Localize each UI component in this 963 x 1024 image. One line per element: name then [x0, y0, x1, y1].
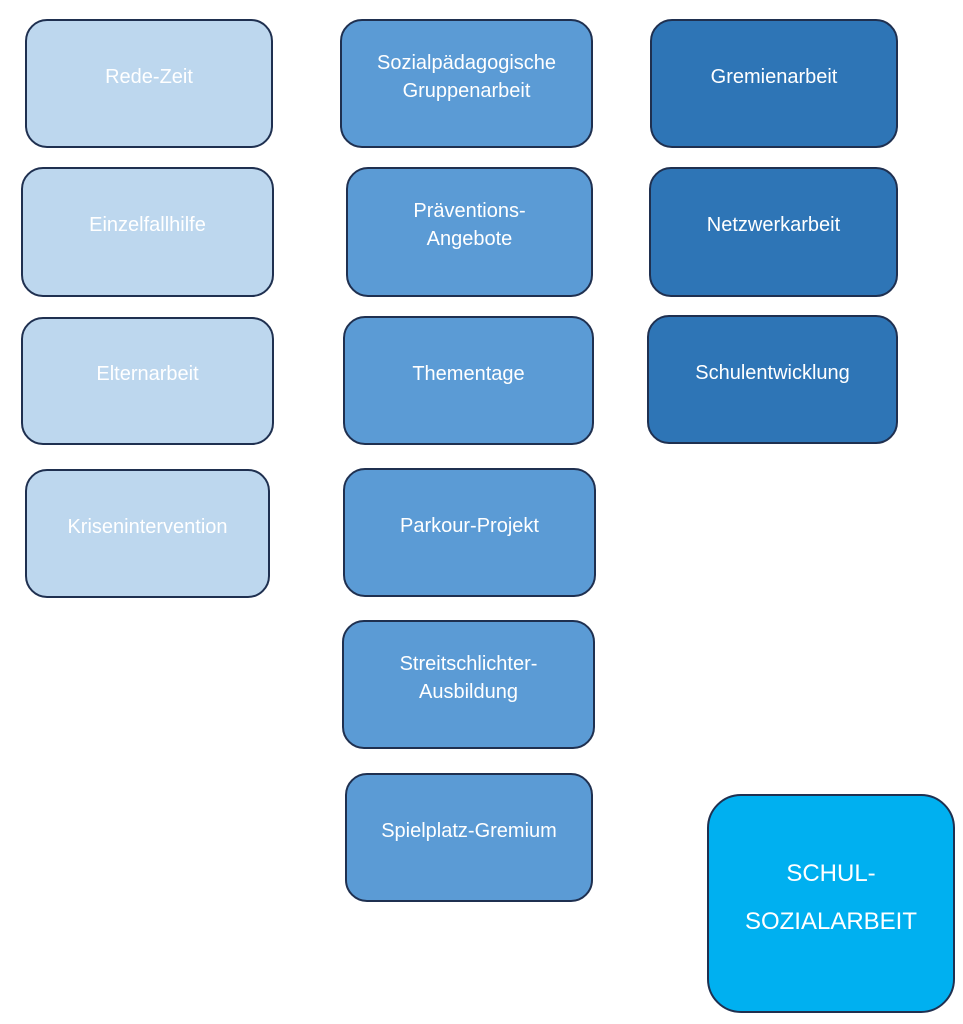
box-schulentwicklung: Schulentwicklung	[647, 315, 898, 444]
box-elternarbeit: Elternarbeit	[21, 317, 274, 445]
box-spielplatz-gremium: Spielplatz-Gremium	[345, 773, 593, 902]
box-krisenintervention: Krisenintervention	[25, 469, 270, 598]
box-schulsozialarbeit: SCHUL- SOZIALARBEIT	[707, 794, 955, 1013]
box-einzelfallhilfe: Einzelfallhilfe	[21, 167, 274, 297]
box-gremienarbeit: Gremienarbeit	[650, 19, 898, 148]
box-sozialpaedagogische-gruppenarbeit: Sozialpädagogische Gruppenarbeit	[340, 19, 593, 148]
box-netzwerkarbeit: Netzwerkarbeit	[649, 167, 898, 297]
box-praeventions-angebote: Präventions- Angebote	[346, 167, 593, 297]
box-streitschlichter-ausbildung: Streitschlichter- Ausbildung	[342, 620, 595, 749]
box-thementage: Thementage	[343, 316, 594, 445]
box-rede-zeit: Rede-Zeit	[25, 19, 273, 148]
box-parkour-projekt: Parkour-Projekt	[343, 468, 596, 597]
